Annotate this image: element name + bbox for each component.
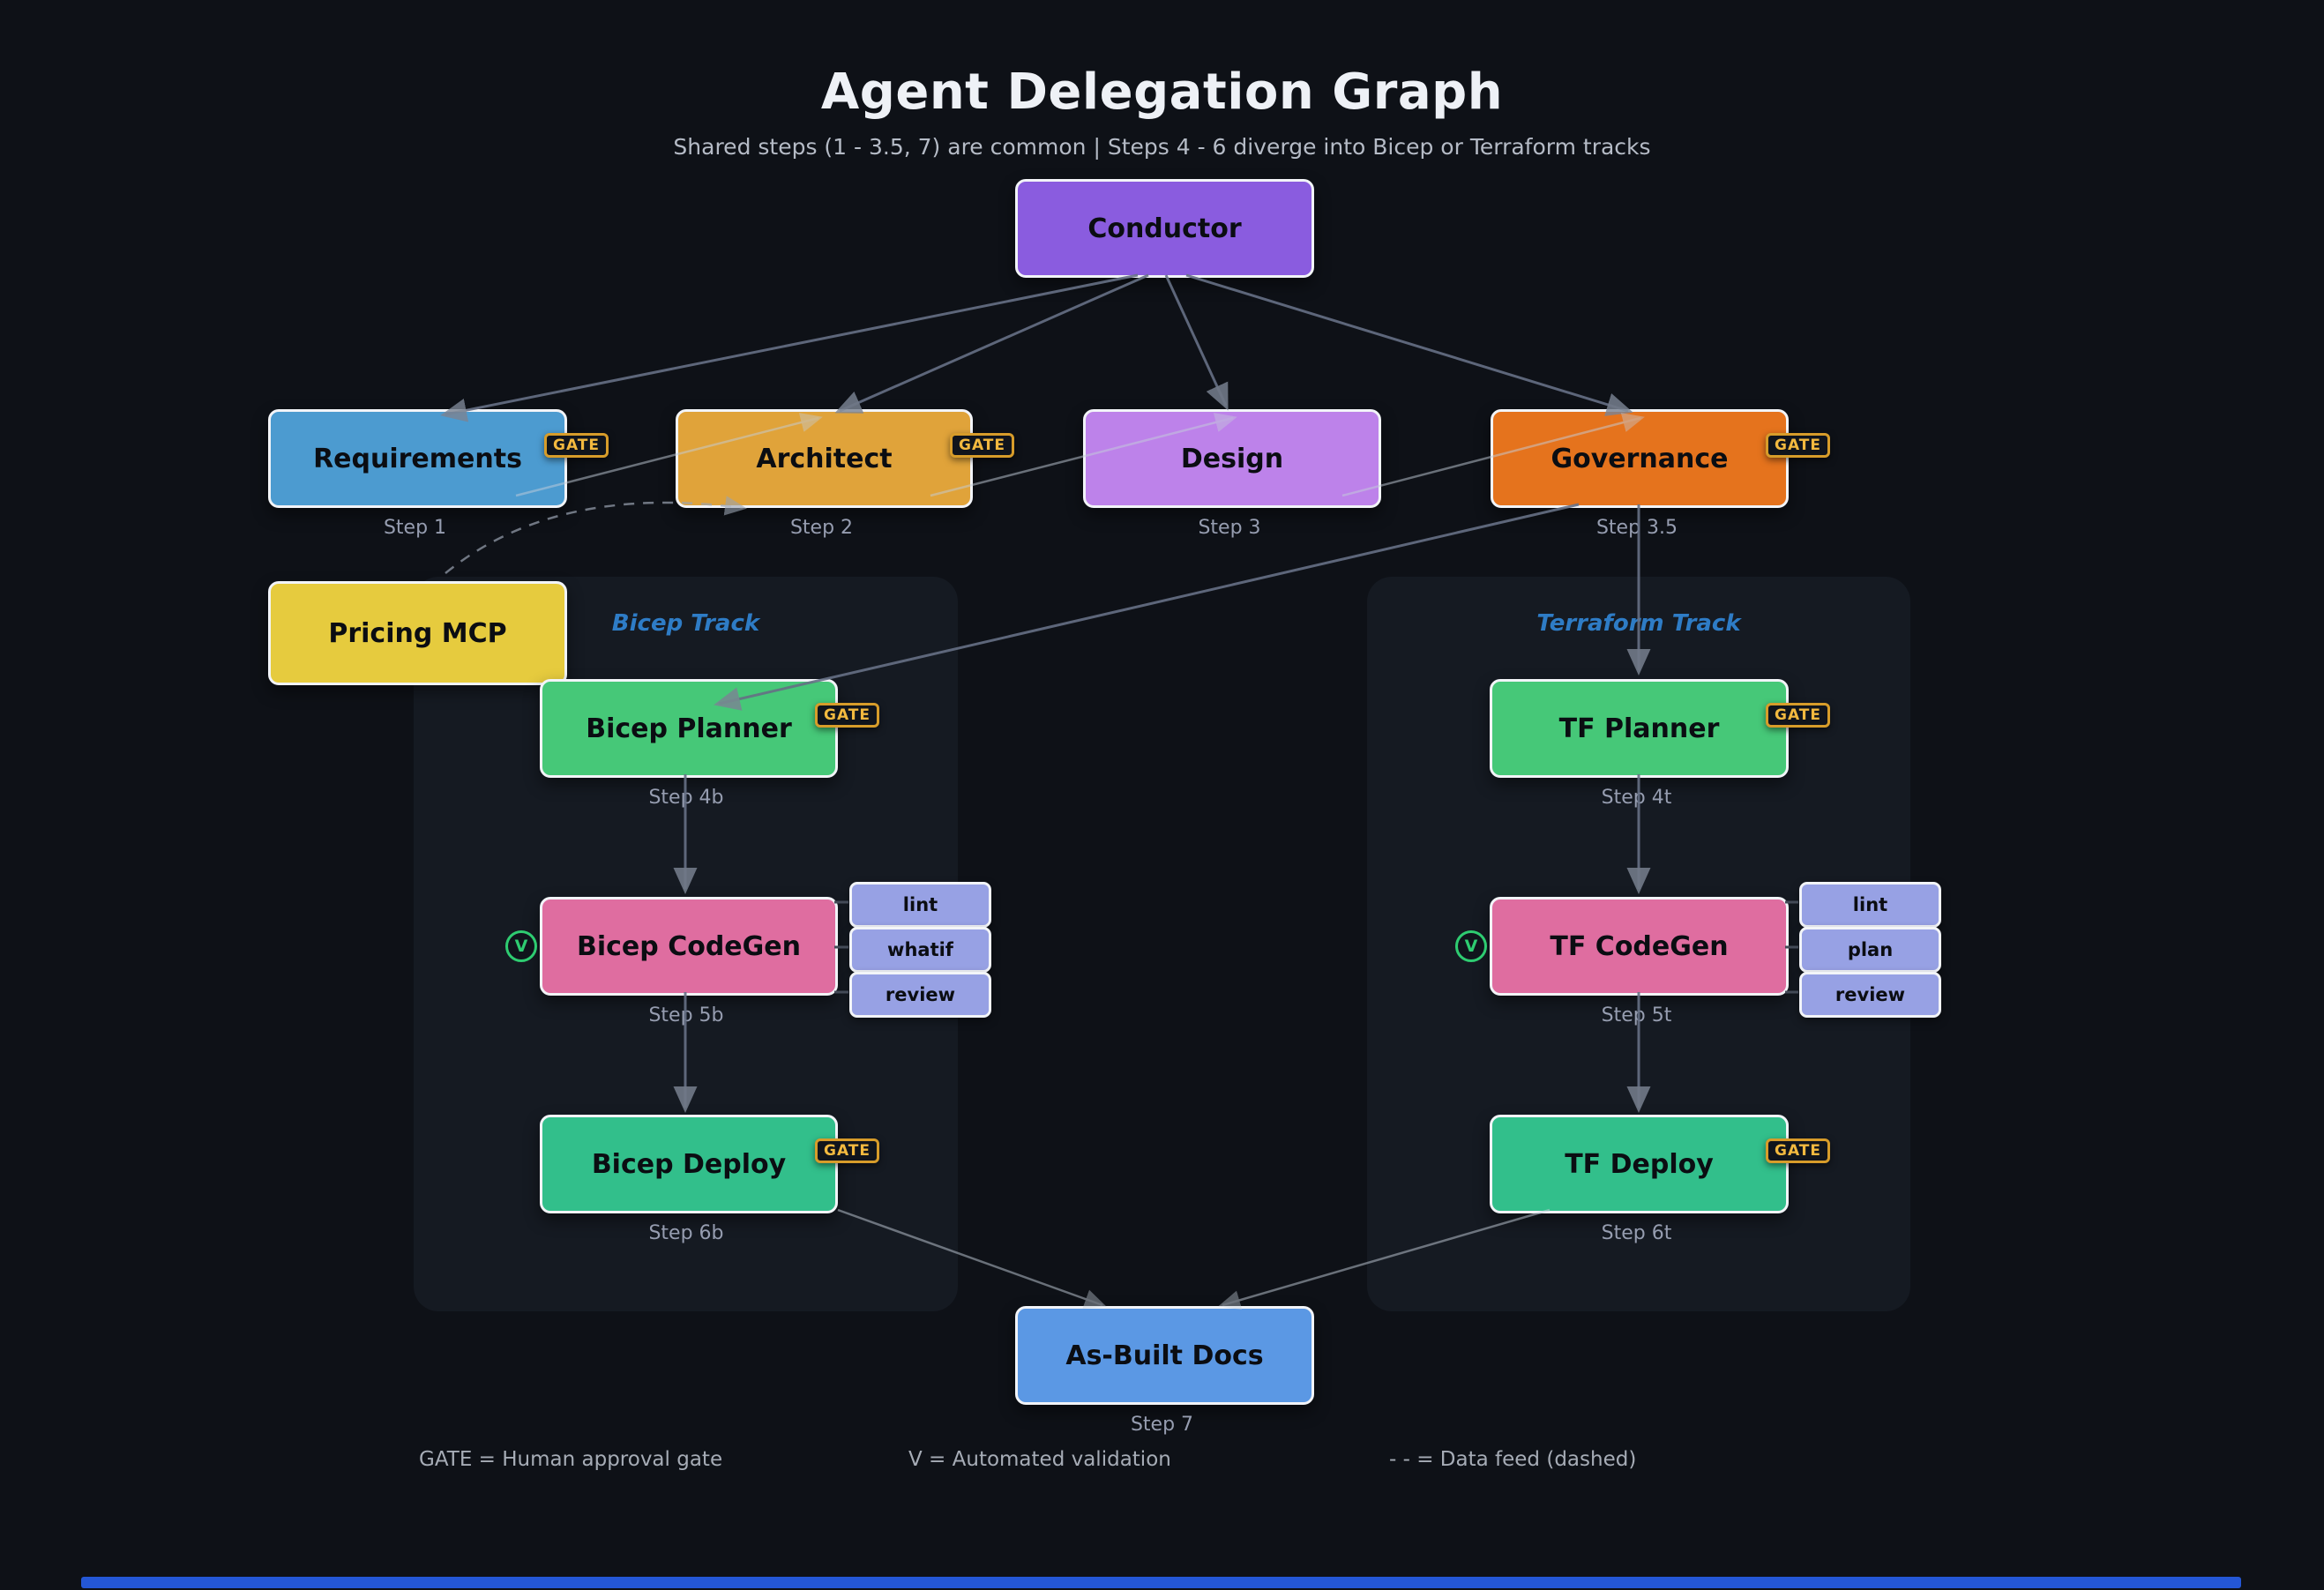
legend-dashed: - - = Data feed (dashed) [1389,1448,1637,1471]
node-governance[interactable]: Governance GATE [1491,409,1830,508]
node-tf-codegen[interactable]: TF CodeGen V [1455,897,1789,996]
node-label: TF Planner [1558,713,1720,744]
node-bicep-codegen[interactable]: Bicep CodeGen V [505,897,838,996]
step-caption: Step 6b [648,1222,724,1244]
step-caption: Step 6t [1601,1222,1672,1244]
chip-lint[interactable]: lint [849,882,991,928]
node-label: TF Deploy [1565,1148,1714,1180]
page-title: Agent Delegation Graph [820,63,1504,121]
node-design[interactable]: Design [1083,409,1381,508]
node-architect[interactable]: Architect GATE [676,409,1014,508]
node-bicep-planner[interactable]: Bicep Planner GATE [540,679,879,778]
node-tf-deploy[interactable]: TF Deploy GATE [1490,1115,1830,1213]
gate-badge: GATE [1766,703,1830,728]
chip-whatif[interactable]: whatif [849,927,991,973]
step-caption: Step 3 [1198,517,1261,539]
node-label: Pricing MCP [328,617,507,649]
node-label: TF CodeGen [1550,930,1729,962]
chip-lint[interactable]: lint [1799,882,1941,928]
legend-validation: V = Automated validation [908,1448,1171,1471]
step-caption: Step 7 [1130,1414,1194,1436]
edge-conductor-architect [834,273,1149,414]
step-caption: Step 3.5 [1595,517,1678,539]
gate-badge: GATE [1766,1138,1830,1163]
legend-gate: GATE = Human approval gate [419,1448,723,1471]
terraform-track-label: Terraform Track [1536,610,1741,637]
node-label: As-Built Docs [1065,1340,1264,1371]
node-label: Conductor [1087,213,1242,244]
node-label: Architect [756,443,893,474]
edge-conductor-governance [1185,273,1633,416]
step-caption: Step 2 [789,517,854,539]
edge-conductor-requirements [440,273,1139,422]
node-tf-planner[interactable]: TF Planner GATE [1490,679,1830,778]
node-label: Design [1180,443,1284,474]
step-caption: Step 4b [648,787,724,809]
node-asbuilt-docs[interactable]: As-Built Docs [1015,1306,1314,1405]
gate-badge: GATE [815,1138,879,1163]
validation-badge: V [1455,930,1487,962]
node-bicep-deploy[interactable]: Bicep Deploy GATE [540,1115,879,1213]
edge-conductor-design [1164,274,1229,411]
step-caption: Step 1 [383,517,447,539]
gate-badge: GATE [815,703,879,728]
gate-badge: GATE [1766,433,1830,458]
node-requirements[interactable]: Requirements GATE [268,409,609,508]
step-caption: Step 5t [1601,1004,1672,1026]
node-label: Bicep CodeGen [577,930,801,962]
step-caption: Step 5b [648,1004,724,1026]
node-label: Governance [1551,443,1729,474]
node-label: Bicep Deploy [591,1148,787,1180]
node-conductor[interactable]: Conductor [1015,179,1314,278]
step-caption: Step 4t [1601,787,1672,809]
node-label: Bicep Planner [586,713,792,744]
gate-badge: GATE [544,433,609,458]
chip-plan[interactable]: plan [1799,927,1941,973]
chip-review[interactable]: review [1799,972,1941,1018]
node-pricing-mcp[interactable]: Pricing MCP [268,581,567,685]
node-label: Requirements [313,443,522,474]
chip-review[interactable]: review [849,972,991,1018]
gate-badge: GATE [950,433,1014,458]
page-subtitle: Shared steps (1 - 3.5, 7) are common | S… [673,134,1651,160]
validation-badge: V [505,930,537,962]
scrollbar-thumb[interactable] [81,1577,2241,1588]
